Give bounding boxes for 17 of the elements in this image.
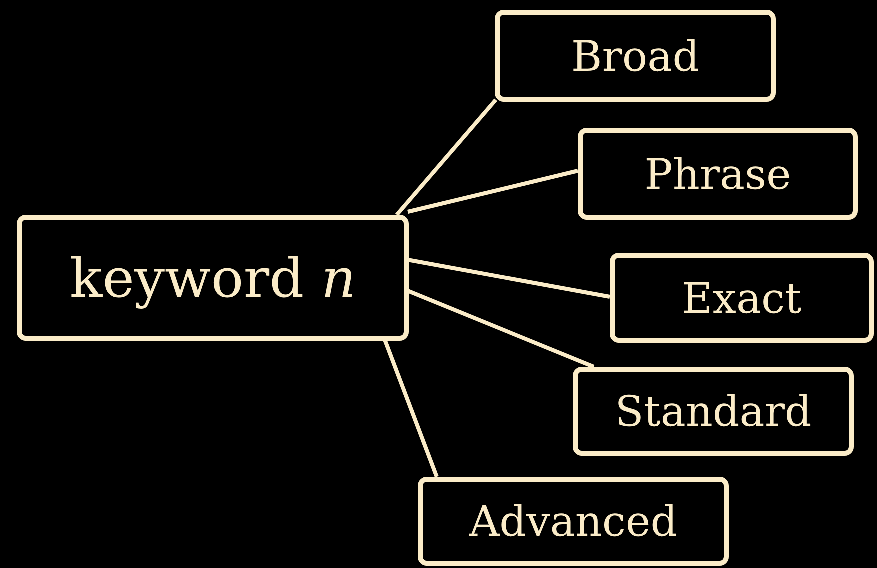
term-box — [418, 477, 729, 566]
term-box — [573, 367, 854, 456]
node-label: keyword n — [70, 246, 356, 310]
term-box — [610, 253, 874, 343]
term-box — [495, 10, 776, 102]
node-label: Advanced — [469, 497, 678, 546]
term-box — [17, 215, 409, 341]
node-label: Exact — [682, 274, 802, 322]
node-label: Broad — [571, 32, 700, 80]
connector-line — [408, 258, 610, 299]
connector-line — [407, 289, 595, 369]
connector-line — [408, 169, 578, 214]
node-label: Standard — [615, 387, 812, 436]
connector-line — [383, 339, 439, 478]
term-box — [578, 128, 858, 220]
node-label: Phrase — [644, 150, 792, 198]
connector-line — [395, 98, 498, 216]
